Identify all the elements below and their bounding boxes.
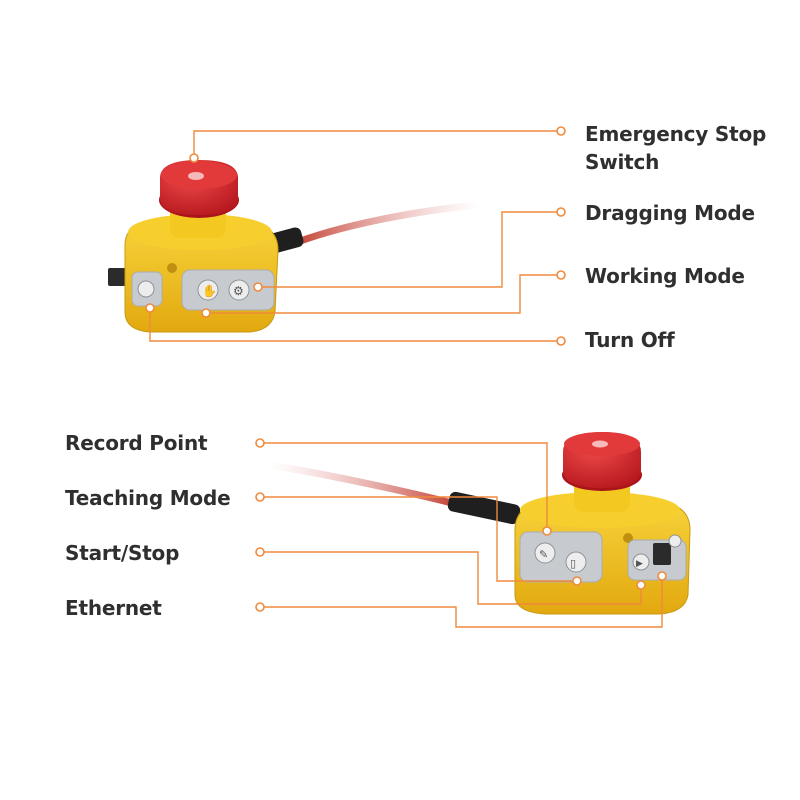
label-emergency-stop-line-2: Switch bbox=[585, 150, 660, 174]
estop-button-top-highlight bbox=[188, 172, 204, 180]
target-dot-teaching-mode bbox=[572, 576, 582, 586]
label-dot-ethernet bbox=[255, 602, 265, 612]
label-ethernet: Ethernet bbox=[65, 596, 162, 620]
label-record-point: Record Point bbox=[65, 431, 208, 455]
play-pause-icon: ▶ bbox=[636, 559, 643, 569]
label-emergency-stop-line-1: Emergency Stop bbox=[585, 122, 767, 146]
side-switch-bottom bbox=[653, 543, 671, 565]
label-turn-off: Turn Off bbox=[585, 328, 675, 352]
hand-icon: ✋ bbox=[202, 284, 217, 298]
label-dot-working-mode bbox=[556, 270, 566, 280]
label-working-mode: Working Mode bbox=[585, 264, 745, 288]
target-dot-emergency-stop bbox=[189, 153, 199, 163]
leader-line-emergency-stop bbox=[193, 130, 561, 158]
screw-hole-top bbox=[167, 263, 177, 273]
drag-mode-button-top bbox=[197, 279, 219, 301]
record-point-button-bottom bbox=[534, 542, 556, 564]
button-panel-bottom bbox=[519, 531, 603, 583]
tablet-icon: ▯ bbox=[570, 557, 576, 570]
label-dot-record-point bbox=[255, 438, 265, 448]
label-dot-turn-off bbox=[556, 336, 566, 346]
leader-line-start-stop bbox=[260, 551, 642, 605]
wrench-icon: ⚙ bbox=[233, 284, 244, 298]
target-dot-turn-off bbox=[145, 303, 155, 313]
target-dot-dragging-mode bbox=[253, 282, 263, 292]
label-teaching-mode: Teaching Mode bbox=[65, 486, 231, 510]
estop-button-bottom-highlight bbox=[592, 440, 608, 448]
teaching-mode-button-bottom bbox=[565, 551, 587, 573]
label-dot-start-stop bbox=[255, 547, 265, 557]
label-dragging-mode: Dragging Mode bbox=[585, 201, 755, 225]
label-start-stop: Start/Stop bbox=[65, 541, 180, 565]
leader-line-working-mode bbox=[206, 274, 561, 314]
leader-line-turn-off bbox=[149, 308, 561, 342]
side-switch-top bbox=[108, 268, 126, 286]
screw-hole-bottom bbox=[623, 533, 633, 543]
target-dot-record-point bbox=[542, 526, 552, 536]
cable-top bbox=[286, 201, 484, 249]
target-dot-ethernet bbox=[657, 571, 667, 581]
leader-line-teaching-mode bbox=[260, 496, 577, 582]
working-mode-button-top bbox=[228, 279, 250, 301]
cable-strain-relief-bottom bbox=[447, 491, 521, 525]
edit-icon: ✎ bbox=[539, 548, 548, 561]
leader-line-ethernet bbox=[260, 576, 663, 628]
turn-off-button-top bbox=[137, 280, 155, 298]
label-dot-teaching-mode bbox=[255, 492, 265, 502]
device-top: ✋ ⚙ bbox=[108, 160, 484, 333]
label-dot-emergency-stop bbox=[556, 126, 566, 136]
target-dot-working-mode bbox=[201, 308, 211, 318]
leader-line-record-point bbox=[260, 442, 548, 531]
ethernet-port-bottom bbox=[668, 534, 682, 548]
start-stop-button-bottom bbox=[632, 553, 650, 571]
leader-lines bbox=[145, 126, 667, 628]
leader-line-dragging-mode bbox=[258, 211, 561, 288]
device-bottom: ✎ ▯ ▶ bbox=[266, 432, 691, 615]
cable-bottom bbox=[266, 461, 464, 509]
label-dot-dragging-mode bbox=[556, 207, 566, 217]
label-emergency-stop-switch: Emergency Stop Switch bbox=[585, 120, 766, 176]
target-dot-start-stop bbox=[636, 580, 646, 590]
